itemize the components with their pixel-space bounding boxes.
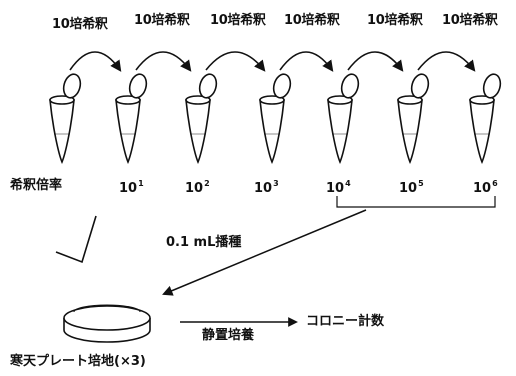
dilution-power-5: 105 (399, 179, 424, 196)
dilution-step-label-4: 10培希釈 (284, 13, 340, 28)
tube-cap (410, 73, 430, 99)
dilution-ratio-label: 希釈倍率 (10, 178, 63, 193)
test-tube-2 (115, 73, 148, 165)
dilution-step-label-3: 10培希釈 (210, 13, 266, 28)
tube-cap (62, 73, 82, 99)
dilution-power-3: 103 (254, 179, 279, 196)
dilution-arrow-2 (135, 51, 192, 72)
test-tubes (49, 73, 502, 165)
incubation-label: 静置培養 (202, 328, 255, 343)
dilution-power-6: 106 (473, 179, 498, 196)
dilution-arrow-1 (69, 51, 122, 72)
tube-cap (272, 73, 292, 99)
dilution-step-label-5: 10培希釈 (367, 13, 423, 28)
test-tube-5 (327, 73, 360, 165)
selection-bracket (336, 196, 496, 208)
dilution-step-label-1: 10培希釈 (52, 17, 108, 32)
test-tube-1 (49, 73, 82, 165)
tube-cap (198, 73, 218, 99)
inoculation-label: 0.1 mL播種 (166, 235, 242, 250)
colony-count-label: コロニー計数 (306, 314, 385, 329)
dilution-arrow-4 (279, 51, 334, 72)
dilution-step-label-6: 10培希釈 (442, 13, 498, 28)
test-tube-7 (469, 73, 502, 165)
dilution-power-2: 102 (185, 179, 210, 196)
tube-cap (482, 73, 502, 99)
tube-body (469, 99, 495, 165)
inoculation-arrow (162, 209, 367, 296)
tube-cap (128, 73, 148, 99)
tube-body (115, 99, 141, 165)
dilution-arrow-6 (417, 51, 476, 72)
tube-body (185, 99, 211, 165)
dilution-arrows (69, 51, 476, 72)
agar-plate (63, 304, 151, 343)
agar-plate-label: 寒天プレート培地(×3) (10, 354, 146, 369)
dilution-arrow-3 (205, 51, 266, 72)
tube-cap (340, 73, 360, 99)
dilution-step-label-2: 10培希釈 (134, 13, 190, 28)
dilution-arrow-5 (347, 51, 404, 72)
tube-body (49, 99, 75, 165)
tube-body (327, 99, 353, 165)
dilution-power-4: 104 (326, 179, 351, 196)
tube-body (259, 99, 285, 165)
tube-body (397, 99, 423, 165)
test-tube-3 (185, 73, 218, 165)
dilution-power-1: 101 (119, 179, 144, 196)
test-tube-4 (259, 73, 292, 165)
test-tube-6 (397, 73, 430, 165)
first-tube-stroke (55, 215, 97, 264)
